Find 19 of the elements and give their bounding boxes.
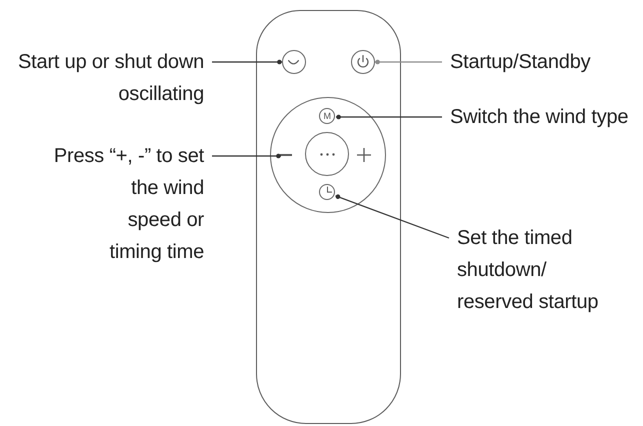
leader-line <box>335 194 450 239</box>
leader-line <box>212 60 282 64</box>
remote-body <box>256 10 401 424</box>
callout-text: Startup/Standby <box>442 46 598 78</box>
leader-line <box>212 154 281 158</box>
callout-text: Start up or shut down oscillating <box>10 46 212 110</box>
callout-text: Switch the wind type <box>442 101 636 133</box>
callout-text: Set the timed shutdown/ reserved startup <box>449 222 606 318</box>
plus-icon <box>357 148 372 162</box>
minus-icon <box>280 154 292 156</box>
callout-text: Press “+, -” to set the wind speed or timing time <box>46 140 212 268</box>
mode-button: M <box>319 108 336 124</box>
leader-line <box>375 60 442 64</box>
control-ring <box>270 96 386 212</box>
leader-line <box>336 114 442 120</box>
round-button <box>305 132 350 176</box>
round-button <box>319 184 336 200</box>
round-button <box>282 50 306 74</box>
round-button <box>350 50 374 74</box>
